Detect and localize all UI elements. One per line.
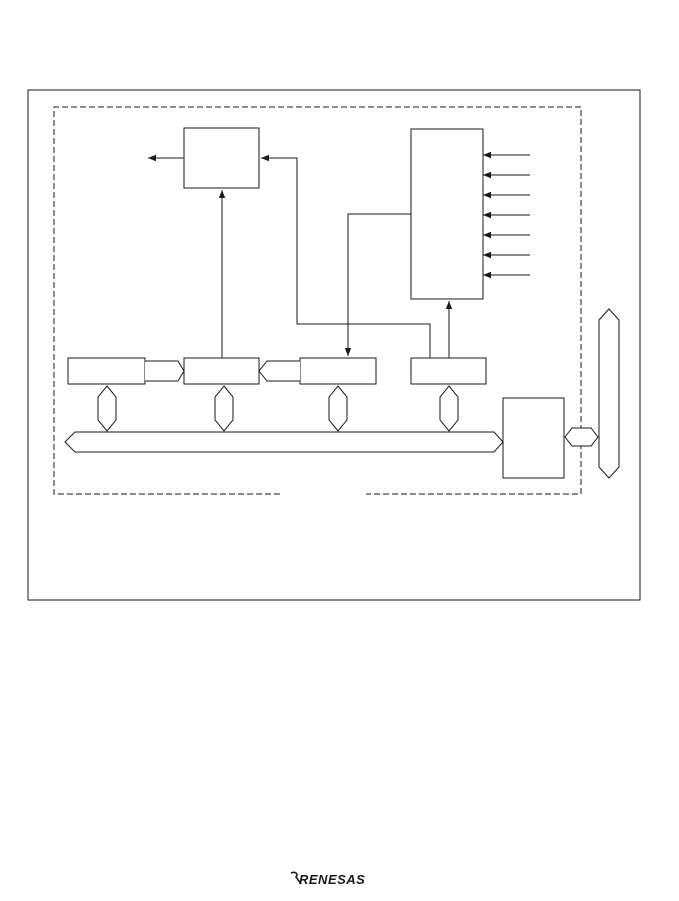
register-block-3	[299, 357, 377, 385]
line-input-to-reg3	[344, 213, 411, 356]
connector-3-to-2	[258, 360, 300, 382]
register-bus-links	[97, 385, 459, 432]
interrupt-input-block	[410, 128, 484, 300]
control-block-top	[183, 127, 260, 189]
connector-interface-to-external-bus	[564, 427, 599, 447]
line-reg4-to-top	[261, 154, 431, 358]
renesas-logo: RENESAS	[290, 871, 365, 887]
internal-data-bus	[64, 431, 504, 453]
bus-interface-block	[502, 397, 565, 479]
module-boundary-dashed	[53, 106, 582, 495]
register-block-2	[183, 357, 260, 385]
register-block-1	[67, 357, 146, 385]
connector-1-to-2	[145, 360, 185, 382]
logo-text: RENESAS	[299, 872, 365, 887]
register-block-4	[410, 357, 487, 385]
outer-frame	[27, 89, 641, 601]
external-bus	[598, 308, 620, 479]
input-arrows	[483, 151, 530, 279]
